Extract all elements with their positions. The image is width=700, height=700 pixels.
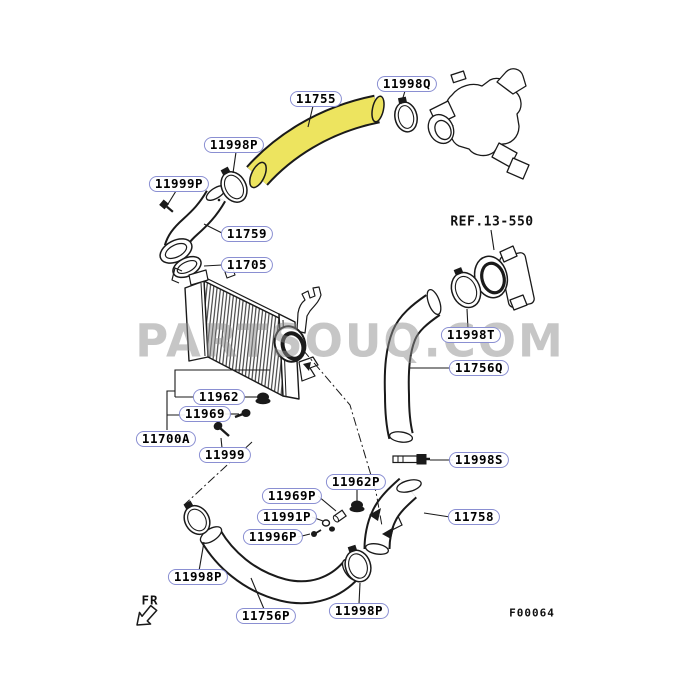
intercooler-drawing — [171, 267, 322, 400]
part-label-stud-11998S[interactable]: 11998S — [448, 452, 510, 468]
part-label-clamp-11998P-bottom[interactable]: 11998P — [328, 603, 390, 619]
part-label-bolt-11999P[interactable]: 11999P — [148, 176, 210, 192]
part-label-pipe-11758[interactable]: 11758 — [447, 509, 501, 525]
spacer-11969P-drawing — [332, 509, 347, 523]
hose-11756Q-drawing — [383, 288, 442, 443]
assembly-axis-lines — [183, 349, 383, 527]
nut-11962P-drawing — [349, 500, 365, 513]
hose-11755-drawing — [246, 94, 385, 189]
part-label-clamp-11998P-top[interactable]: 11998P — [203, 137, 265, 153]
stud-11998S-drawing — [392, 454, 430, 465]
part-label-screw-11969[interactable]: 11969 — [178, 406, 232, 422]
part-label-intercooler-11700A[interactable]: 11700A — [135, 431, 197, 447]
part-label-clamp-11998P-left[interactable]: 11998P — [167, 569, 229, 585]
part-label-clamp-11998Q[interactable]: 11998Q — [376, 76, 438, 92]
clamp-11998P-bottom-drawing — [344, 544, 372, 583]
turbocharger-drawing — [427, 68, 530, 180]
figure-code: F00064 — [509, 606, 555, 620]
clamp-11998P-left-drawing — [183, 500, 211, 536]
reference-label[interactable]: REF.13-550 — [450, 214, 534, 230]
throttle-body-drawing — [473, 245, 535, 311]
part-label-nut-11962[interactable]: 11962 — [192, 389, 246, 405]
screw-11999-drawing — [213, 421, 230, 437]
pipe-11758-drawing — [363, 477, 422, 555]
part-label-hose-11755[interactable]: 11755 — [289, 91, 343, 107]
clamp-11998P-top-drawing — [220, 166, 248, 203]
part-label-hose-11756P[interactable]: 11756P — [235, 608, 297, 624]
nut-11962-drawing — [255, 392, 271, 405]
part-label-bolt-11996P[interactable]: 11996P — [242, 529, 304, 545]
screw-11969-drawing — [234, 409, 251, 419]
pipe-11759-drawing — [159, 185, 227, 264]
part-label-washer-11991P[interactable]: 11991P — [256, 509, 318, 525]
part-label-screw-11999[interactable]: 11999 — [198, 447, 252, 463]
group-bracket-lines — [166, 369, 270, 430]
bolt-11996P-drawing — [311, 529, 322, 537]
part-label-pipe-11759[interactable]: 11759 — [220, 226, 274, 242]
washer-11991P-drawing — [321, 519, 335, 532]
part-label-nut-11962P[interactable]: 11962P — [325, 474, 387, 490]
part-label-spacer-11969P[interactable]: 11969P — [261, 488, 323, 504]
front-direction-arrow — [136, 604, 158, 626]
clamp-11998T-drawing — [450, 267, 482, 309]
part-label-hose-11756Q[interactable]: 11756Q — [448, 360, 510, 376]
part-label-gasket-11705[interactable]: 11705 — [220, 257, 274, 273]
bolt-11999P-drawing — [159, 199, 174, 213]
clamp-11998Q-drawing — [394, 96, 418, 133]
part-label-clamp-11998T[interactable]: 11998T — [440, 327, 502, 343]
leader-lines — [167, 90, 495, 610]
front-direction-label: FR — [141, 592, 159, 608]
